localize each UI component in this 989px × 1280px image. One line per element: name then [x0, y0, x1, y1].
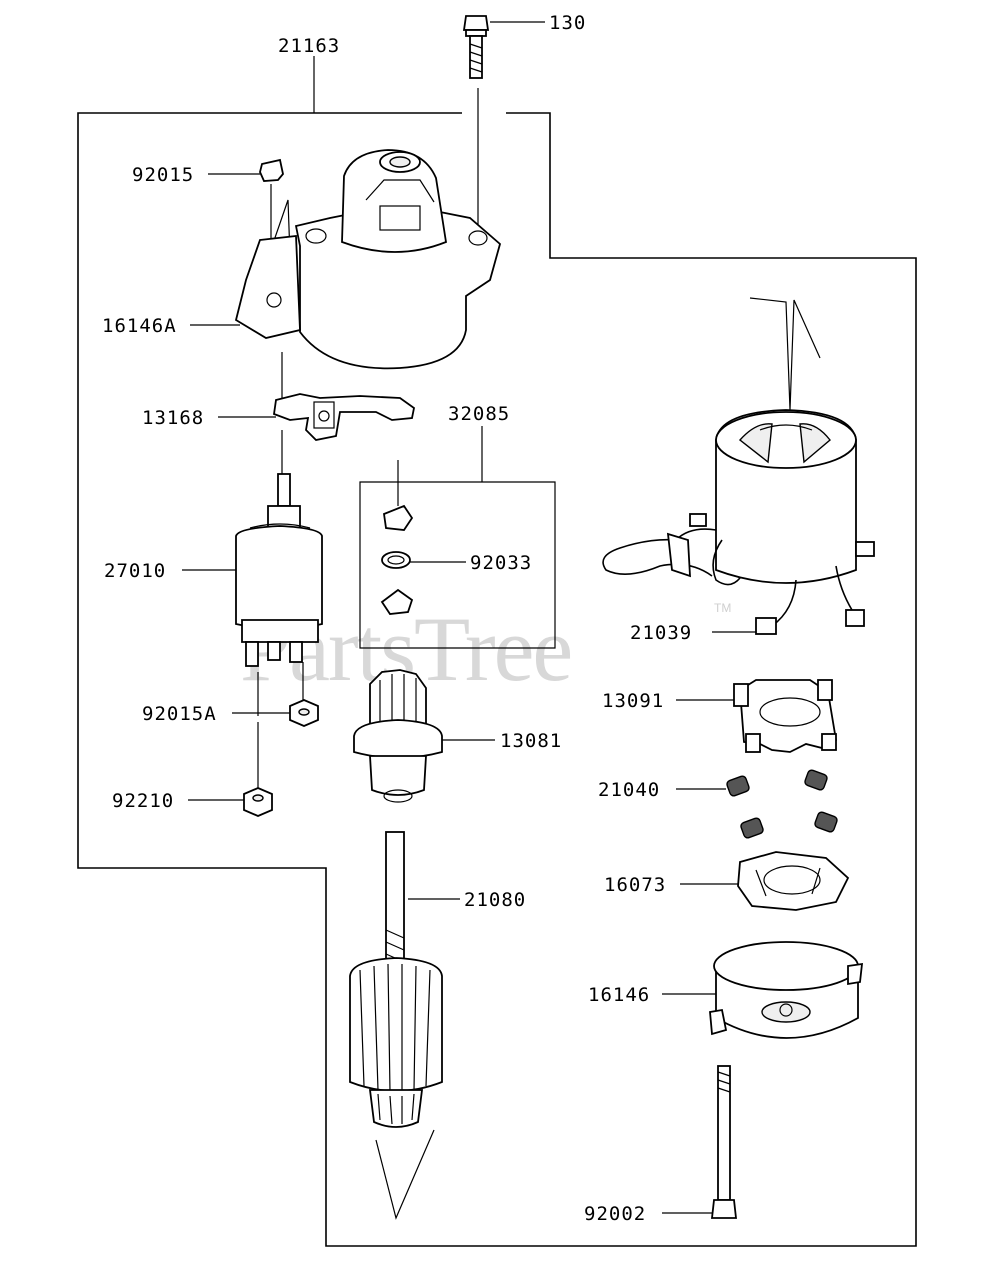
label-92210: 92210 [112, 790, 174, 812]
front-housing-16146A-icon [234, 149, 502, 370]
label-21080: 21080 [464, 889, 526, 911]
label-92015: 92015 [132, 164, 194, 186]
leader-lines [182, 21, 821, 1220]
label-92033: 92033 [470, 552, 532, 574]
solenoid-27010-icon [235, 473, 323, 667]
yoke-21039-icon [602, 409, 875, 635]
plate-16073-icon [737, 851, 850, 911]
watermark-tm: TM [714, 601, 731, 615]
pinion-13081-icon [353, 669, 443, 803]
bolt-130-icon [462, 15, 490, 79]
assembly-outline [77, 112, 917, 1247]
label-13168: 13168 [142, 407, 204, 429]
callout-labels: 130 21163 92015 16146A 13168 32085 27010… [102, 12, 692, 1225]
label-27010: 27010 [104, 560, 166, 582]
label-92002: 92002 [584, 1203, 646, 1225]
label-16146: 16146 [588, 984, 650, 1006]
nut-92015-icon [259, 158, 284, 182]
springs-21040-icon [726, 769, 838, 839]
label-16073: 16073 [604, 874, 666, 896]
brush-holder-13091-icon [733, 679, 837, 753]
label-21039: 21039 [630, 622, 692, 644]
rear-housing-16146-icon [709, 941, 864, 1039]
label-21163: 21163 [278, 35, 340, 57]
label-13081: 13081 [500, 730, 562, 752]
label-92015A: 92015A [142, 703, 217, 725]
lever-13168-icon [273, 393, 415, 441]
through-bolt-92002-icon [710, 1065, 738, 1219]
label-16146A: 16146A [102, 315, 177, 337]
nut-92210-icon [243, 787, 273, 817]
seal-kit-32085-icon [380, 504, 414, 615]
label-13091: 13091 [602, 690, 664, 712]
label-32085: 32085 [448, 403, 510, 425]
label-21040: 21040 [598, 779, 660, 801]
label-130: 130 [549, 12, 586, 34]
armature-21080-icon [349, 831, 443, 1128]
nut-92015A-icon [289, 699, 319, 727]
